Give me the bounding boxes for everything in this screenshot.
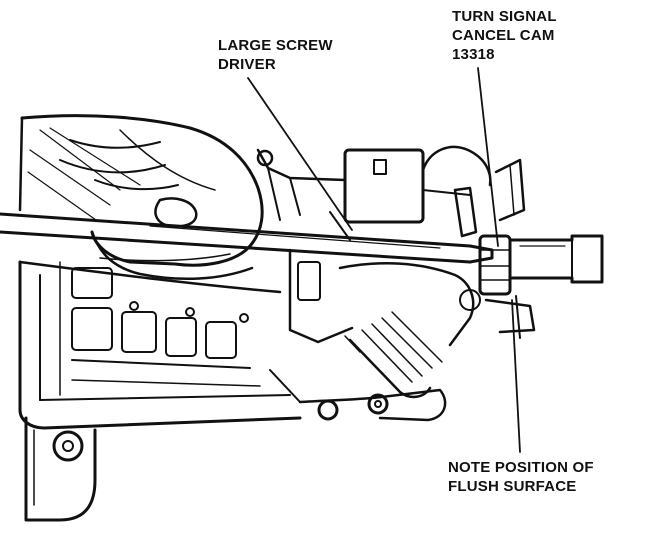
cancel-cam-illustration [453,158,526,296]
steering-shaft-illustration [508,234,604,284]
column-frame-illustration [18,260,302,522]
label-line: DRIVER [218,56,276,73]
leader-line-screwdriver [247,77,353,231]
label-large-screwdriver: LARGE SCREW DRIVER [218,36,333,74]
label-line: CANCEL CAM [452,27,555,44]
label-line: LARGE SCREW [218,37,333,54]
label-turn-signal-cancel-cam: TURN SIGNAL CANCEL CAM 13318 [452,7,557,64]
leader-line-flush-surface [511,299,521,453]
part-number: 13318 [452,46,495,63]
lower-housing-illustration [269,248,536,422]
hand-illustration [18,114,264,281]
label-line: TURN SIGNAL [452,8,557,25]
label-line: FLUSH SURFACE [448,478,577,495]
leader-lines [247,67,521,453]
label-flush-surface-note: NOTE POSITION OF FLUSH SURFACE [448,458,594,496]
label-line: NOTE POSITION OF [448,459,594,476]
leader-line-cancel-cam [477,67,499,247]
screwdriver-illustration [0,212,494,264]
